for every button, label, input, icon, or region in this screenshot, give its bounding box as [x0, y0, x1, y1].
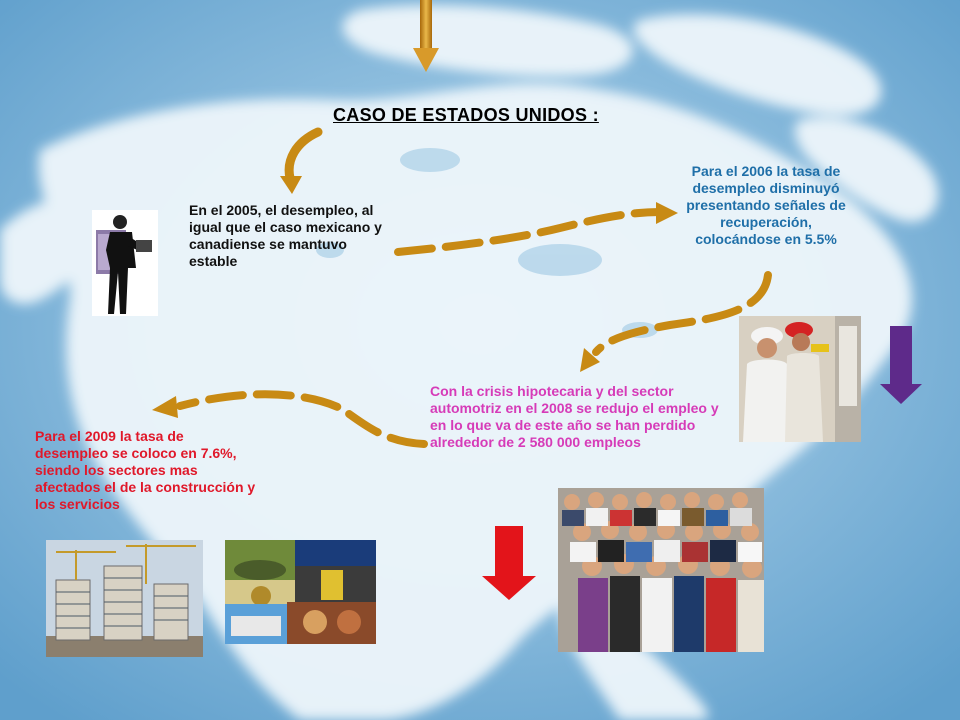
curved-dashed-arrow-icon: [394, 202, 678, 256]
down-arrow-icon: [482, 526, 536, 600]
text-2006: Para el 2006 la tasa de desempleo dismin…: [686, 163, 846, 247]
businessman-photo: [92, 210, 158, 316]
down-arrow-icon: [413, 0, 439, 72]
people-group-photo: [558, 488, 764, 652]
services-collage-photo: [225, 540, 376, 644]
workers-photo: [739, 316, 861, 442]
text-2009: Para el 2009 la tasa de desempleo se col…: [35, 428, 256, 512]
down-arrow-icon: [880, 326, 922, 404]
buildings-construction-photo: [46, 540, 203, 657]
curved-arrow-icon: [280, 127, 323, 194]
curved-dashed-arrow-icon: [580, 271, 772, 372]
text-2005: En el 2005, el desempleo, al igual que e…: [189, 202, 382, 269]
curved-dashed-arrow-icon: [152, 390, 428, 448]
slide-title: CASO DE ESTADOS UNIDOS :: [333, 105, 599, 125]
text-2008: Con la crisis hipotecaria y del sector a…: [430, 383, 719, 450]
